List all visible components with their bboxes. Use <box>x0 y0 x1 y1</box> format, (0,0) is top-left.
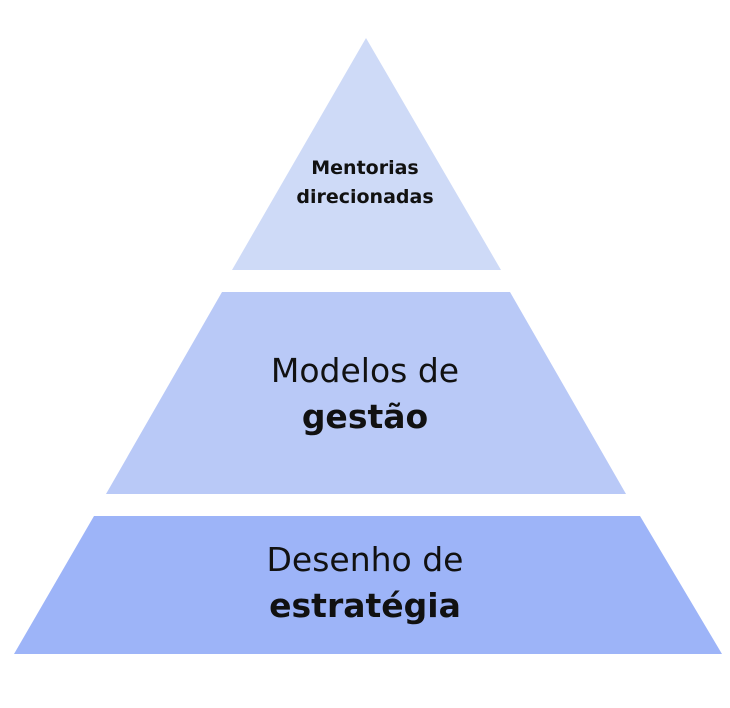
tier-bottom-label: Desenho de estratégia <box>0 537 730 629</box>
tier-middle-label-line2: gestão <box>301 397 429 436</box>
pyramid-tier-middle <box>106 292 626 494</box>
tier-top-label-line2: direcionadas <box>296 186 434 208</box>
tier-top-label: Mentorias direcionadas <box>0 154 730 212</box>
pyramid-tier-top <box>232 38 501 270</box>
tier-top-label-line1: Mentorias <box>311 157 419 179</box>
tier-middle-label: Modelos de gestão <box>0 348 730 440</box>
pyramid-tier-bottom <box>14 516 722 654</box>
tier-bottom-label-line2: estratégia <box>269 586 461 625</box>
tier-bottom-label-line1: Desenho de <box>266 540 464 579</box>
tier-middle-label-line1: Modelos de <box>270 351 460 390</box>
